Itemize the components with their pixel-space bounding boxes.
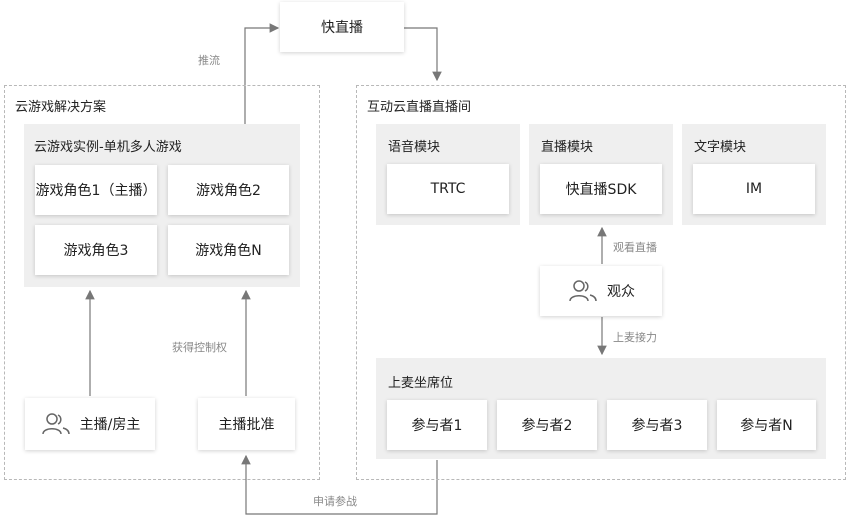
host-node: 主播/房主 <box>25 398 155 450</box>
user-group-icon <box>569 280 597 302</box>
kuai-live-node: 快直播 <box>280 2 404 52</box>
participant-3: 参与者3 <box>607 400 707 450</box>
live-sdk-node: 快直播SDK <box>540 164 662 214</box>
participant-label: 参与者N <box>740 418 793 434</box>
game-instance-title: 云游戏实例-单机多人游戏 <box>34 140 182 155</box>
game-role-label: 游戏角色2 <box>196 183 261 199</box>
approve-label: 主播批准 <box>218 417 275 433</box>
participant-label: 参与者1 <box>411 418 463 434</box>
audience-label: 观众 <box>607 284 635 300</box>
game-role-label: 游戏角色3 <box>63 243 129 259</box>
game-role-2: 游戏角色2 <box>168 165 289 215</box>
participant-n: 参与者N <box>717 400 816 450</box>
game-role-label: 游戏角色1（主播） <box>35 183 157 199</box>
module-title: 语音模块 <box>388 140 441 155</box>
participant-label: 参与者2 <box>521 418 573 434</box>
push-label: 推流 <box>198 54 220 67</box>
live-room-panel: 互动云直播直播间 <box>356 85 846 480</box>
game-role-label: 游戏角色N <box>195 243 262 259</box>
request-arrow <box>241 454 438 515</box>
mic-label: 上麦接力 <box>613 331 657 344</box>
game-role-n: 游戏角色N <box>168 225 289 275</box>
request-label: 申请参战 <box>313 495 357 508</box>
live-to-room-arrow <box>404 27 442 82</box>
module-title: 文字模块 <box>694 140 747 155</box>
trtc-node: TRTC <box>387 164 509 214</box>
host-label: 主播/房主 <box>79 417 141 433</box>
kuai-live-label: 快直播 <box>321 20 363 36</box>
seats-title: 上麦坐席位 <box>388 376 454 391</box>
watch-label: 观看直播 <box>613 241 657 254</box>
cloud-gaming-title: 云游戏解决方案 <box>15 100 107 115</box>
approve-node: 主播批准 <box>198 398 295 450</box>
push-arrow <box>244 23 280 124</box>
cloud-gaming-panel: 云游戏解决方案 <box>4 85 320 480</box>
game-role-1: 游戏角色1（主播） <box>35 165 157 215</box>
module-item-label: 快直播SDK <box>565 182 637 198</box>
live-room-title: 互动云直播直播间 <box>367 100 472 115</box>
im-node: IM <box>693 164 815 214</box>
module-title: 直播模块 <box>541 140 594 155</box>
user-group-icon <box>41 413 70 435</box>
game-role-3: 游戏角色3 <box>35 225 157 275</box>
control-label: 获得控制权 <box>172 341 227 354</box>
participant-label: 参与者3 <box>631 418 683 434</box>
audience-node: 观众 <box>540 266 662 316</box>
participant-1: 参与者1 <box>387 400 487 450</box>
participant-2: 参与者2 <box>497 400 597 450</box>
module-item-label: IM <box>745 181 763 197</box>
module-item-label: TRTC <box>430 181 466 197</box>
